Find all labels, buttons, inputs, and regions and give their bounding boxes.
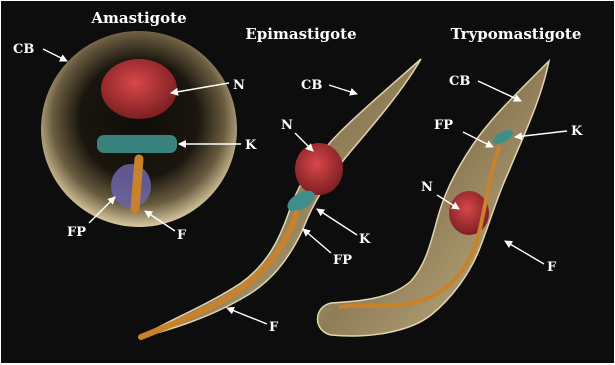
amastigote-flagellar-pocket xyxy=(111,164,151,208)
amastigote-label-cb: CB xyxy=(13,42,34,57)
amastigote-title: Amastigote xyxy=(90,9,186,27)
amastigote-nucleus xyxy=(101,59,177,119)
epimastigote-label-cb: CB xyxy=(301,78,322,93)
trypomastigote-label-cb: CB xyxy=(449,74,470,89)
amastigote-label-k: K xyxy=(245,138,257,153)
epimastigote-nucleus xyxy=(295,143,343,195)
amastigote-label-n: N xyxy=(233,78,245,93)
epimastigote-arrow-fp xyxy=(303,229,331,253)
epimastigote-label-fp: FP xyxy=(333,253,352,268)
epimastigote-arrow-f xyxy=(227,308,267,324)
epimastigote-title: Epimastigote xyxy=(245,25,356,43)
trypomastigote-arrow-cb xyxy=(478,81,521,101)
trypomastigote-cell xyxy=(318,61,550,336)
amastigote-cell xyxy=(41,31,237,227)
epimastigote-label-n: N xyxy=(281,118,293,133)
amastigote-flagellum xyxy=(135,159,139,209)
trypomastigote-title: Trypomastigote xyxy=(451,25,582,43)
amastigote-arrow-cb xyxy=(43,49,67,61)
trypomastigote-label-f: F xyxy=(547,260,557,275)
trypomastigote-label-k: K xyxy=(571,124,583,139)
amastigote-label-f: F xyxy=(177,228,187,243)
epimastigote-label-f: F xyxy=(269,320,279,335)
amastigote-label-fp: FP xyxy=(67,225,86,240)
epimastigote-arrow-cb xyxy=(329,85,357,94)
trypomastigote-label-n: N xyxy=(421,180,433,195)
epimastigote-arrow-n xyxy=(295,133,313,151)
trypomastigote-arrow-f xyxy=(505,241,544,264)
epimastigote-arrow-k xyxy=(317,209,357,235)
epimastigote-label-k: K xyxy=(359,232,371,247)
trypomastigote-label-fp: FP xyxy=(434,118,453,133)
amastigote-kinetoplast xyxy=(97,135,177,153)
